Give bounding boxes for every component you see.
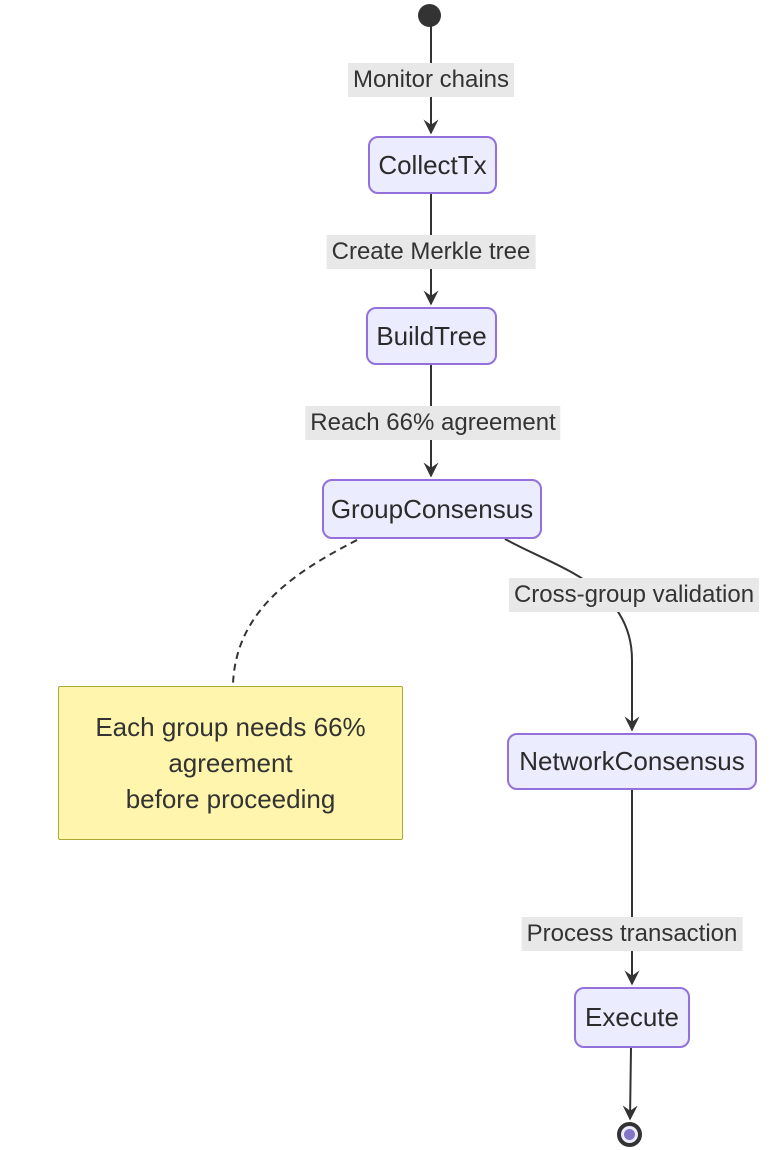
state-node-groupconsensus: GroupConsensus (322, 479, 542, 539)
end-state-node (617, 1122, 642, 1147)
state-node-buildtree: BuildTree (366, 307, 497, 365)
note-line-2: agreement (168, 748, 293, 778)
state-label-buildtree: BuildTree (376, 320, 487, 351)
state-label-networkconsensus: NetworkConsensus (519, 746, 745, 776)
start-state-node (418, 4, 441, 27)
edge-label-reach-66-agreement: Reach 66% agreement (305, 406, 561, 440)
edge-groupconsensus-to-networkconsensus (504, 538, 640, 732)
edge-execute-to-end (622, 1047, 638, 1121)
note-box: Each group needs 66% agreement before pr… (58, 686, 403, 840)
end-state-inner-dot (624, 1129, 635, 1140)
state-node-execute: Execute (574, 987, 690, 1048)
note-link-dashed-line (232, 539, 358, 685)
edge-label-process-transaction: Process transaction (521, 917, 743, 951)
state-label-execute: Execute (585, 1002, 679, 1032)
state-node-collecttx: CollectTx (368, 136, 497, 194)
edge-label-monitor-chains: Monitor chains (347, 63, 515, 97)
note-line-3: before proceeding (125, 784, 336, 814)
state-node-networkconsensus: NetworkConsensus (507, 733, 757, 790)
state-label-collecttx: CollectTx (378, 149, 487, 180)
edge-label-create-merkle-tree: Create Merkle tree (326, 235, 536, 269)
state-label-groupconsensus: GroupConsensus (330, 493, 534, 524)
note-line-1: Each group needs 66% (95, 712, 366, 742)
edge-label-cross-group-validation: Cross-group validation (508, 578, 760, 612)
